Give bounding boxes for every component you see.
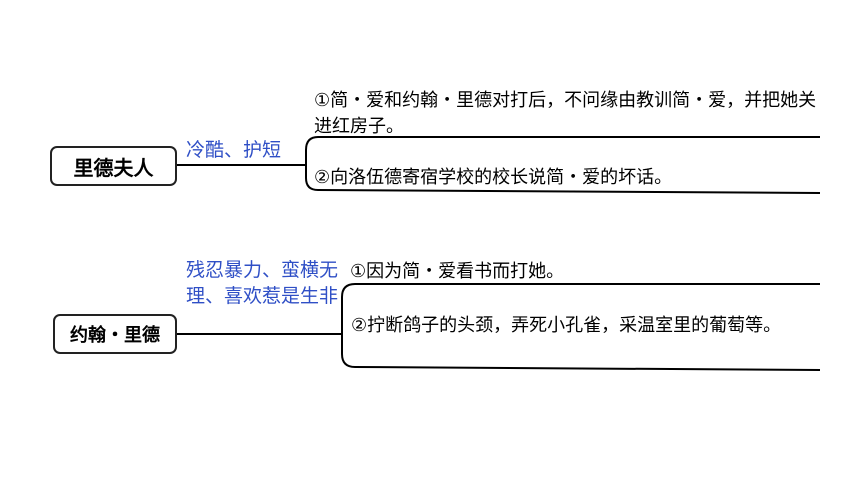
character-node-john-reed: 约翰・里德 <box>53 314 177 354</box>
bracket-2 <box>341 283 821 371</box>
character-node-mrs-reed: 里德夫人 <box>50 146 177 186</box>
point-mrs-reed-2: ②向洛伍德寄宿学校的校长说简・爱的坏话。 <box>314 167 673 188</box>
point-john-reed-2: ②拧断鸽子的头颈，弄死小孔雀，采温室里的葡萄等。 <box>351 315 782 336</box>
traits-john-reed: 残忍暴力、蛮横无理、喜欢惹是生非 <box>186 259 339 307</box>
point-mrs-reed-1: ①简・爱和约翰・里德对打后，不问缘由教训简・爱，并把她关进红房子。 <box>314 90 817 137</box>
point-john-reed-1: ①因为简・爱看书而打她。 <box>350 261 565 282</box>
traits-mrs-reed: 冷酷、护短 <box>186 139 282 161</box>
bracket-1 <box>305 136 821 194</box>
